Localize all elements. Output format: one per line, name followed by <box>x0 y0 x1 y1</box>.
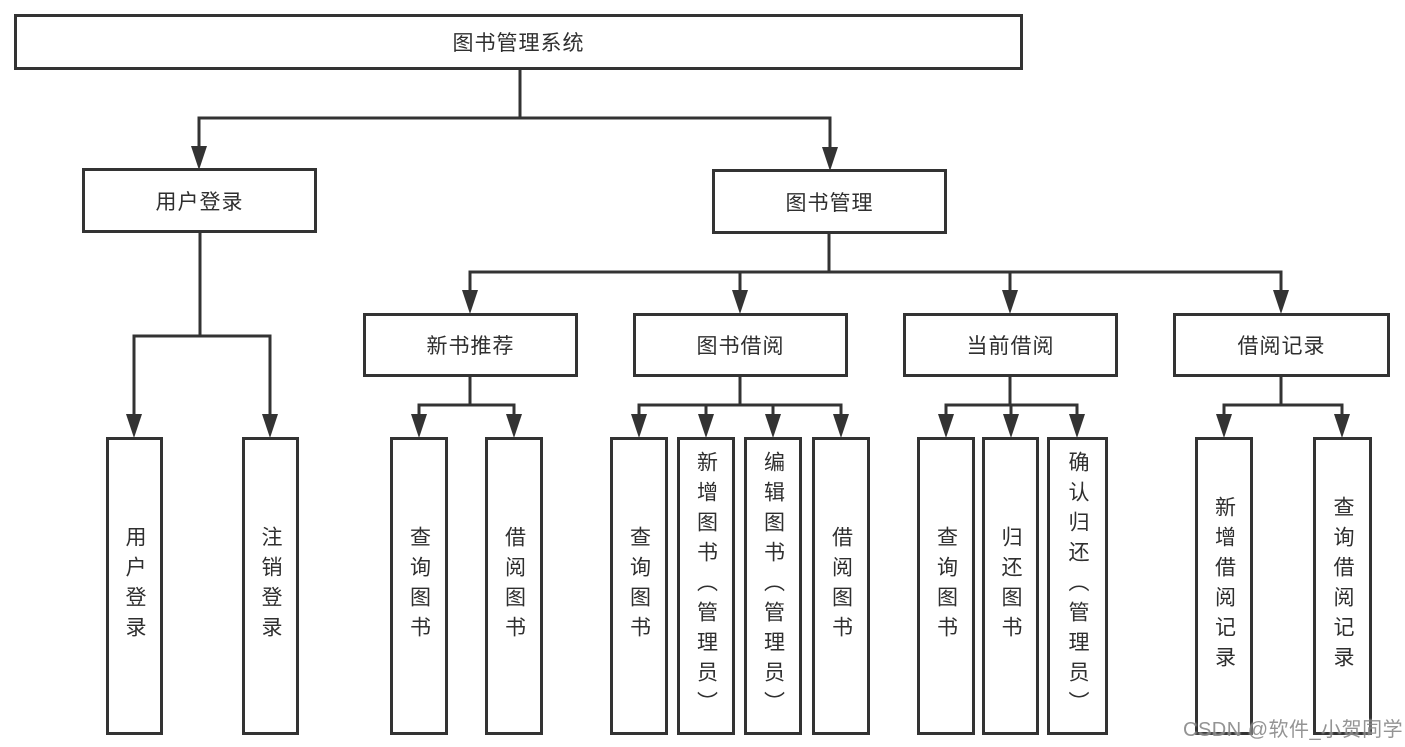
leaf-bb-query-books: 查询图书 <box>610 437 668 735</box>
leaf-user-login-label: 用户登录 <box>123 526 146 646</box>
leaf-nbr-query-books-label: 查询图书 <box>407 526 431 646</box>
leaf-bb-edit-books-admin: 编辑图书（管理员） <box>744 437 802 735</box>
leaf-cb-return-books-label: 归还图书 <box>999 526 1022 646</box>
leaf-cb-query-books-label: 查询图书 <box>934 526 958 646</box>
leaf-logout: 注销登录 <box>242 437 299 735</box>
leaf-bb-add-books-admin-label: 新增图书（管理员） <box>694 451 718 721</box>
node-user-login-label: 用户登录 <box>155 190 244 214</box>
node-book-management-label: 图书管理 <box>785 191 874 215</box>
node-current-borrowing-label: 当前借阅 <box>966 335 1055 358</box>
leaf-br-query-record-label: 查询借阅记录 <box>1331 496 1354 676</box>
csdn-watermark: CSDN @软件_小贺同学 <box>1183 719 1404 741</box>
leaf-nbr-borrow-books-label: 借阅图书 <box>502 526 526 646</box>
leaf-nbr-query-books: 查询图书 <box>390 437 448 735</box>
node-root: 图书管理系统 <box>14 14 1023 70</box>
node-borrowing-records-label: 借阅记录 <box>1237 335 1326 358</box>
leaf-bb-query-books-label: 查询图书 <box>627 526 651 646</box>
leaf-br-add-record-label: 新增借阅记录 <box>1212 496 1236 676</box>
leaf-user-login: 用户登录 <box>106 437 163 735</box>
node-current-borrowing: 当前借阅 <box>903 313 1118 377</box>
leaf-bb-borrow-books: 借阅图书 <box>812 437 870 735</box>
leaf-bb-add-books-admin: 新增图书（管理员） <box>677 437 735 735</box>
arrowheads <box>126 146 1350 438</box>
leaf-cb-confirm-return-admin: 确认归还（管理员） <box>1047 437 1108 735</box>
leaf-nbr-borrow-books: 借阅图书 <box>485 437 543 735</box>
node-user-login: 用户登录 <box>82 168 317 233</box>
leaf-br-add-record: 新增借阅记录 <box>1195 437 1253 735</box>
leaf-logout-label: 注销登录 <box>259 526 282 646</box>
leaf-cb-return-books: 归还图书 <box>982 437 1039 735</box>
node-book-management: 图书管理 <box>712 169 947 234</box>
node-book-borrowing-label: 图书借阅 <box>696 335 785 358</box>
node-root-label: 图书管理系统 <box>452 32 585 55</box>
node-new-book-recommend: 新书推荐 <box>363 313 578 377</box>
node-book-borrowing: 图书借阅 <box>633 313 848 377</box>
leaf-bb-borrow-books-label: 借阅图书 <box>829 526 853 646</box>
leaf-cb-query-books: 查询图书 <box>917 437 975 735</box>
node-new-book-recommend-label: 新书推荐 <box>426 335 515 358</box>
node-borrowing-records: 借阅记录 <box>1173 313 1390 377</box>
leaf-br-query-record: 查询借阅记录 <box>1313 437 1372 735</box>
leaf-cb-confirm-return-admin-label: 确认归还（管理员） <box>1066 451 1089 721</box>
leaf-bb-edit-books-admin-label: 编辑图书（管理员） <box>761 451 785 721</box>
